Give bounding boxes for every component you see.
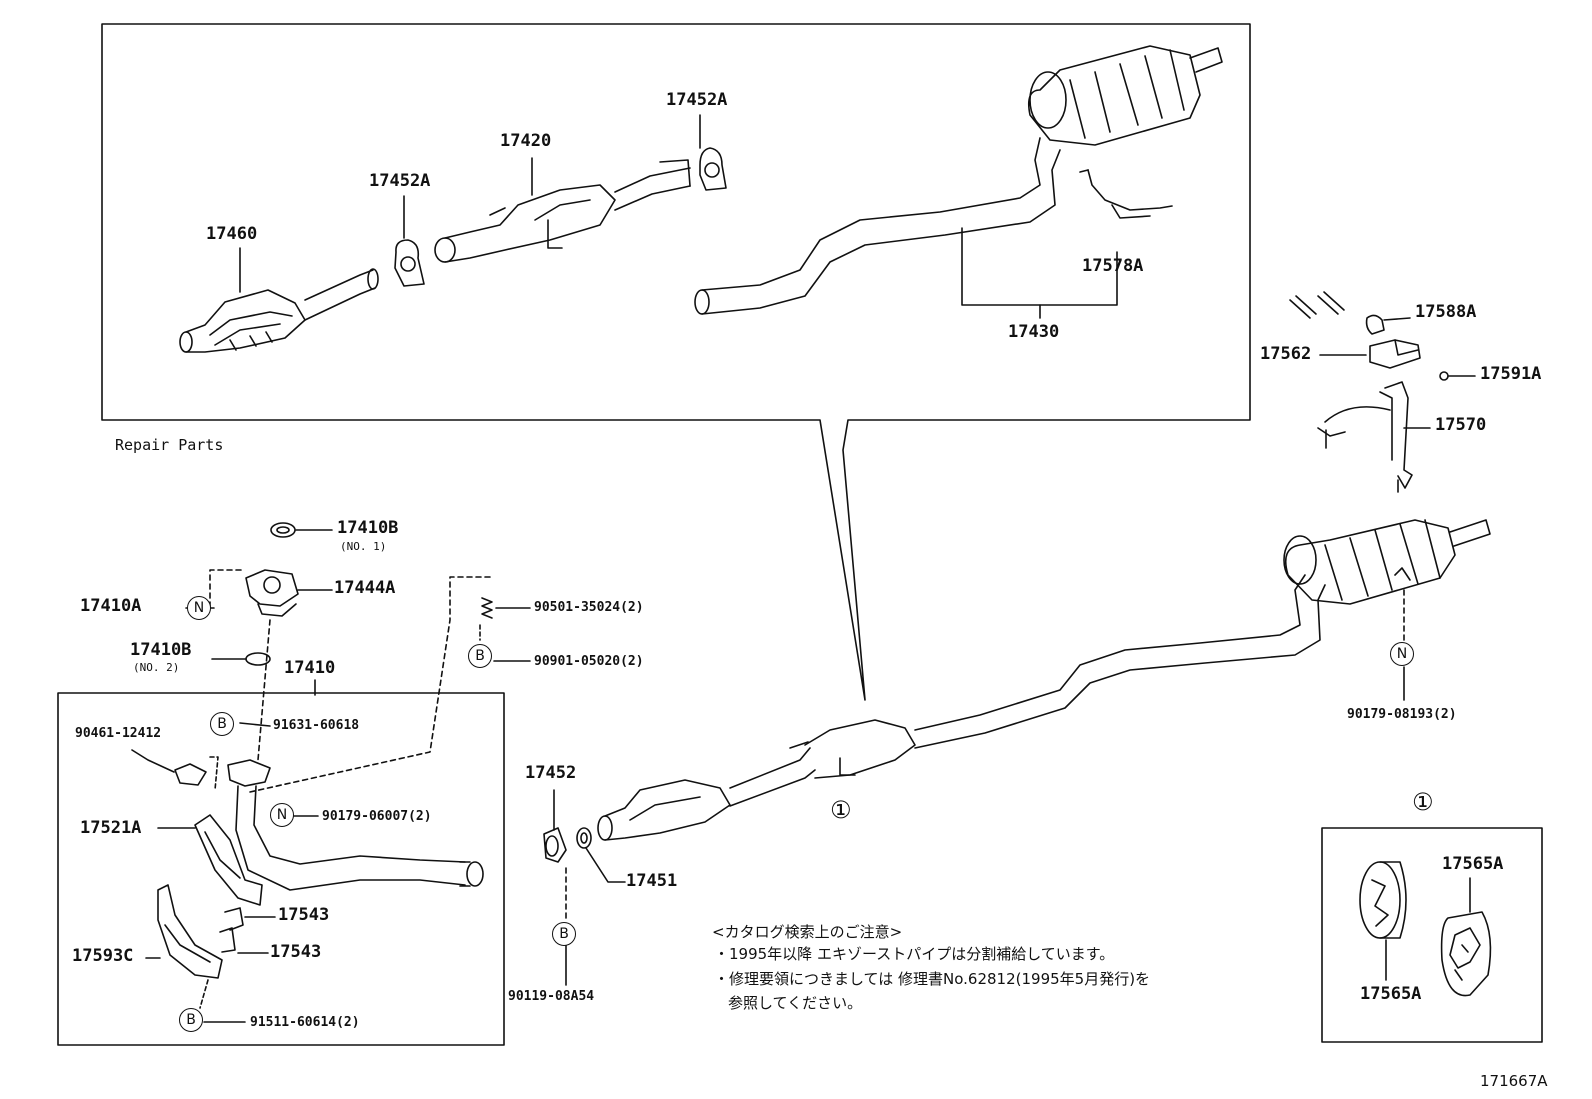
catalog-note-line-2: ・修理要領につきましては 修理書No.62812(1995年5月発行)を: [714, 970, 1151, 988]
part-90461-label: 90461-12412: [75, 726, 162, 741]
catalog-note-title: <カタログ検索上のご注意>: [712, 923, 903, 941]
part-90179-06007-label: 90179-06007(2): [322, 809, 432, 824]
circle-ref-marker-detail: ①: [1412, 788, 1434, 816]
b-badge: B: [552, 922, 576, 946]
clip-17543-lower: [219, 927, 236, 953]
insulator-17521a: [194, 814, 263, 906]
part-17452a-label-left: 17452A: [369, 171, 431, 191]
part-17588a-label: 17588A: [1415, 302, 1477, 322]
insulator-17593c: [157, 884, 223, 979]
catalog-note-line-3: 参照してください。: [728, 994, 863, 1012]
figure-id: 171667A: [1480, 1072, 1548, 1090]
part-17562-label: 17562: [1260, 344, 1312, 364]
part-17543-label-upper: 17543: [278, 905, 330, 925]
part-17430-label: 17430: [1008, 322, 1060, 342]
part-17420-label: 17420: [500, 131, 552, 151]
part-17543-label-lower: 17543: [270, 942, 322, 962]
tail-pipe-17430: [694, 45, 1223, 315]
part-17565a-label-lower: 17565A: [1360, 984, 1422, 1004]
mount-cushion-17565a-right: [1440, 911, 1492, 997]
circle-ref-marker: ①: [830, 796, 852, 824]
gasket-17451: [576, 827, 592, 849]
gasket-17410b-no1: [270, 522, 296, 538]
part-17444a-label: 17444A: [334, 578, 396, 598]
part-91511-label: 91511-60614(2): [250, 1015, 360, 1030]
gasket-17452: [543, 827, 567, 863]
part-90179-08193-label: 90179-08193(2): [1347, 707, 1457, 722]
front-pipe-17410: [227, 759, 484, 891]
part-17410b-no1-label: 17410B: [337, 518, 399, 538]
clip-90461: [174, 763, 207, 786]
part-no1-sub-label: (NO. 1): [340, 540, 387, 553]
part-17565a-label-upper: 17565A: [1442, 854, 1504, 874]
part-17570-label: 17570: [1435, 415, 1487, 435]
part-17591a-label: 17591A: [1480, 364, 1542, 384]
n-badge: N: [270, 803, 294, 827]
n-badge: N: [187, 596, 211, 620]
hanger-17570: [1317, 381, 1413, 493]
b-badge: B: [468, 644, 492, 668]
part-90119-label: 90119-08A54: [508, 989, 595, 1004]
hanger-17578a: [1079, 169, 1173, 219]
catalytic-converter-17460: [179, 268, 379, 353]
part-90501-label: 90501-35024(2): [534, 600, 644, 615]
front-pipe-17420: [434, 159, 691, 263]
part-17460-label: 17460: [206, 224, 258, 244]
part-17452a-label-right: 17452A: [666, 90, 728, 110]
pipe-assy-box: [57, 692, 505, 1046]
clip-17543-upper: [224, 907, 244, 931]
catalog-note-line-1: ・1995年以降 エキゾーストパイプは分割補給しています。: [714, 945, 1115, 963]
b-badge: B: [210, 712, 234, 736]
repair-parts-title: Repair Parts: [115, 436, 224, 454]
mount-cushion-17565a-left: [1359, 861, 1407, 939]
gasket-17452a-left: [394, 239, 425, 287]
part-17521a-label: 17521A: [80, 818, 142, 838]
part-17410b-no2-label: 17410B: [130, 640, 192, 660]
part-17593c-label: 17593C: [72, 946, 134, 966]
b-badge: B: [179, 1008, 203, 1032]
nut-17591a: [1439, 371, 1449, 381]
spring-90501: [481, 597, 493, 619]
part-no2-sub-label: (NO. 2): [133, 661, 180, 674]
bracket-17562: [1369, 339, 1421, 369]
part-17410a-label: 17410A: [80, 596, 142, 616]
part-17410-label: 17410: [284, 658, 336, 678]
part-17578a-label: 17578A: [1082, 256, 1144, 276]
flange-17444a: [245, 569, 299, 617]
mount-detail-box: [1321, 827, 1543, 1043]
part-91631-label: 91631-60618: [273, 718, 360, 733]
part-17451-label: 17451: [626, 871, 678, 891]
cushion-17588a: [1365, 314, 1385, 335]
repair-parts-box: [101, 23, 1251, 701]
part-90901-label: 90901-05020(2): [534, 654, 644, 669]
n-badge: N: [1390, 642, 1414, 666]
bolts-17562: [1289, 291, 1345, 319]
main-exhaust-assy: [597, 519, 1491, 841]
gasket-17452a-right: [699, 147, 727, 191]
part-17452-label: 17452: [525, 763, 577, 783]
